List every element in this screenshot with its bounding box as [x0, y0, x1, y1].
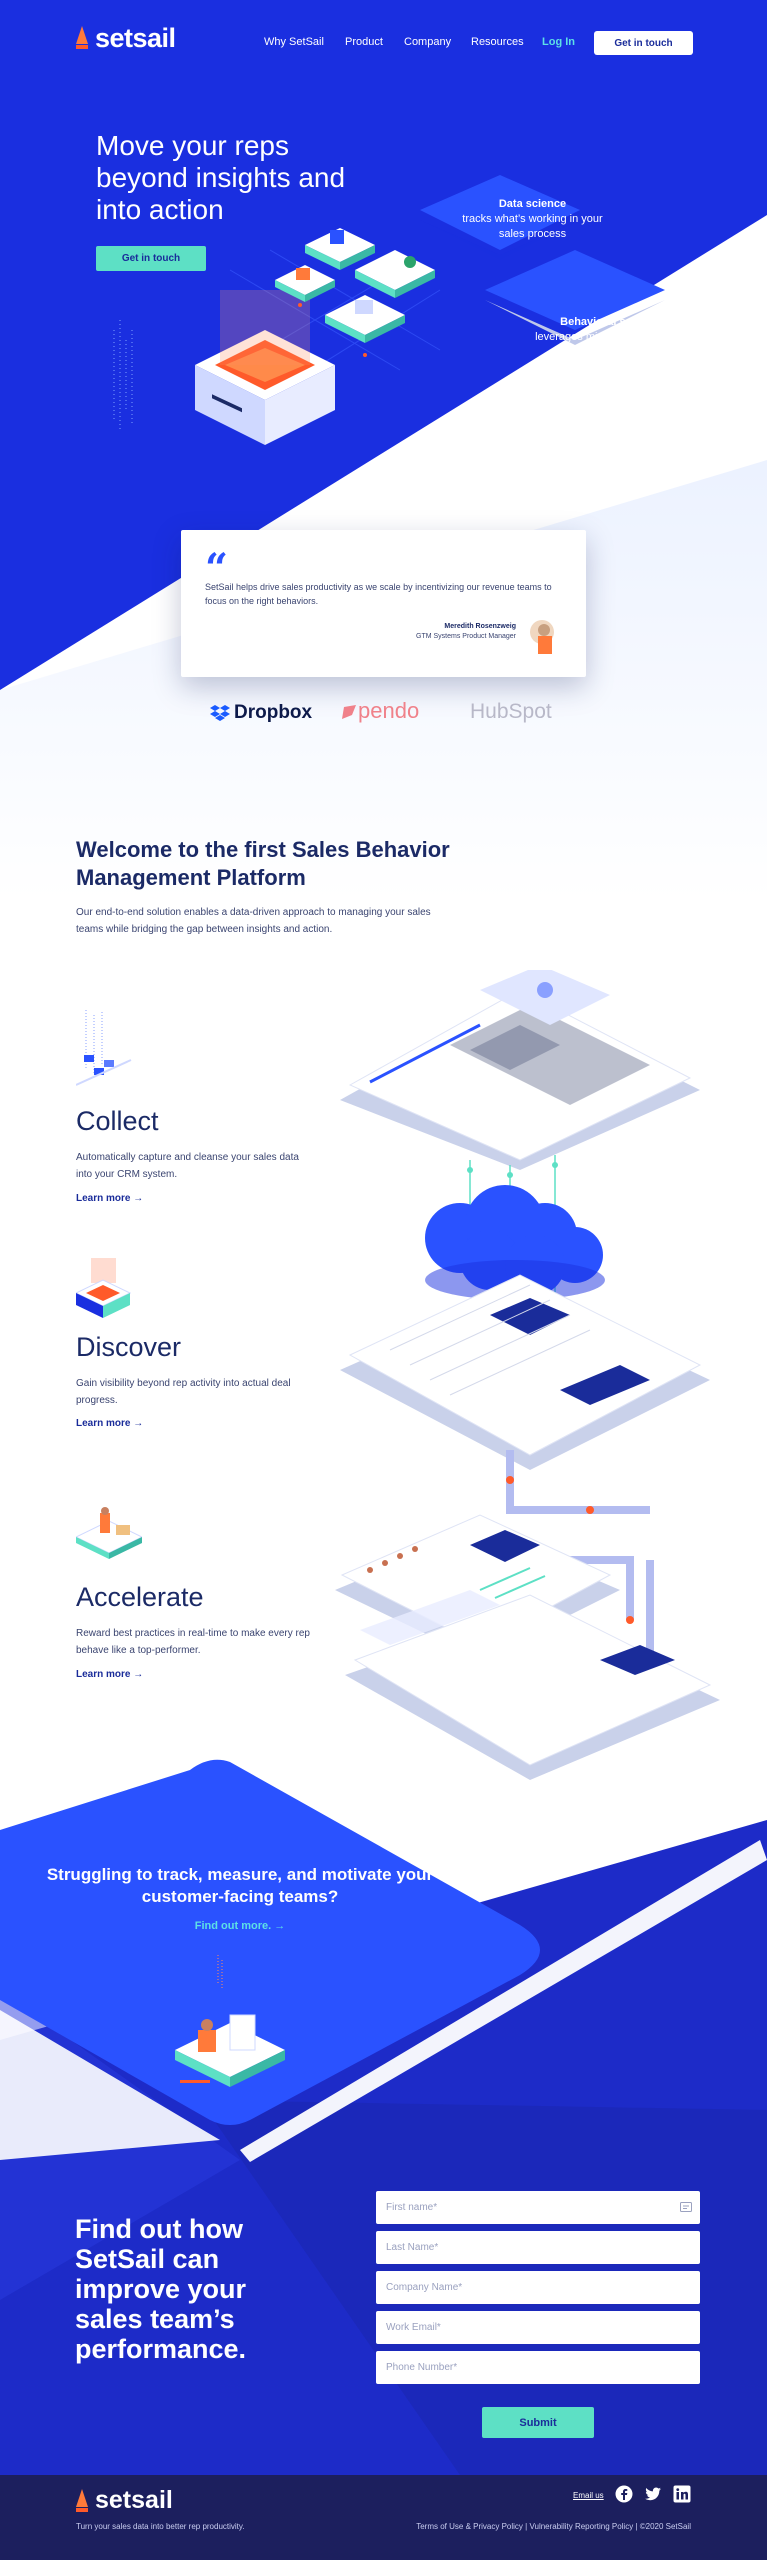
accelerate-learn-more-link[interactable]: Learn more →: [76, 1669, 143, 1680]
arrow-right-icon: →: [133, 1669, 144, 1680]
first-name-input[interactable]: First name*: [376, 2191, 700, 2224]
struggling-illustration: [175, 1955, 285, 2087]
discover-learn-more-label: Learn more: [76, 1418, 131, 1429]
behavioral-science-text: leverages micro-interactions to drive ac…: [535, 331, 685, 373]
footer-tagline: Turn your sales data into better rep pro…: [76, 2522, 245, 2531]
author-role: GTM Systems Product Manager: [416, 633, 516, 640]
company-name-input[interactable]: Company Name*: [376, 2271, 700, 2304]
discover-desc: Gain visibility beyond rep activity into…: [76, 1378, 291, 1406]
autofill-icon: [680, 2202, 692, 2212]
arrow-right-icon: →: [133, 1418, 144, 1429]
footer: [0, 2475, 767, 2560]
first-name-placeholder: First name*: [386, 2202, 438, 2213]
pendo-icon: [342, 705, 356, 719]
hubspot-logo: HubSpot: [470, 700, 552, 723]
hero-get-in-touch-button[interactable]: Get in touch: [96, 246, 206, 271]
nav-login[interactable]: Log In: [542, 36, 575, 48]
discover-title: Discover: [76, 1332, 182, 1362]
phone-number-placeholder: Phone Number*: [386, 2362, 458, 2373]
sail-logo-icon: [76, 2488, 88, 2512]
discover-learn-more-link[interactable]: Learn more →: [76, 1418, 143, 1429]
footer-logo[interactable]: setsail: [75, 2486, 173, 2515]
discover-icon: [76, 1258, 131, 1318]
last-name-input[interactable]: Last Name*: [376, 2231, 700, 2264]
arrow-right-icon: →: [133, 1193, 144, 1204]
submit-button[interactable]: Submit: [482, 2407, 594, 2438]
sail-logo-icon: [76, 26, 88, 49]
company-name-placeholder: Company Name*: [386, 2282, 463, 2293]
nav-product[interactable]: Product: [345, 36, 383, 48]
linkedin-icon[interactable]: [673, 2485, 691, 2503]
author-name: Meredith Rosenzweig: [444, 623, 516, 630]
arrow-right-icon: →: [274, 1920, 286, 1932]
find-out-more-link[interactable]: Find out more. →: [40, 1920, 440, 1932]
work-email-placeholder: Work Email*: [386, 2322, 441, 2333]
find-out-more-label: Find out more.: [194, 1920, 272, 1932]
find-out-title: Find out how SetSail can improve your sa…: [75, 2214, 247, 2364]
welcome-title: Welcome to the first Sales Behavior Mana…: [76, 837, 450, 890]
author-avatar: [530, 620, 554, 654]
hero-isometric-illustration: [113, 175, 665, 445]
struggling-title: Struggling to track, measure, and motiva…: [46, 1865, 434, 1906]
data-science-callout: Data science tracks what’s working in yo…: [455, 197, 610, 242]
accelerate-icon: [76, 1507, 142, 1559]
collect-learn-more-label: Learn more: [76, 1193, 131, 1204]
pendo-logo: pendo: [340, 698, 419, 724]
dropbox-logo: Dropbox: [210, 702, 312, 724]
work-email-input[interactable]: Work Email*: [376, 2311, 700, 2344]
collect-title: Collect: [76, 1106, 159, 1136]
accelerate-title: Accelerate: [76, 1582, 204, 1612]
testimonial-author: Meredith Rosenzweig GTM Systems Product …: [416, 622, 516, 642]
email-us-link[interactable]: Email us: [573, 2491, 604, 2500]
behavioral-science-callout: Behavioral science leverages micro-inter…: [530, 315, 690, 375]
facebook-icon[interactable]: [615, 2485, 633, 2503]
hero-title: Move your reps beyond insights and into …: [96, 130, 346, 225]
collect-learn-more-link[interactable]: Learn more →: [76, 1193, 143, 1204]
pendo-text: pendo: [358, 698, 420, 723]
data-science-text: tracks what’s working in your sales proc…: [462, 213, 603, 240]
dropbox-text: Dropbox: [234, 702, 313, 723]
nav-resources[interactable]: Resources: [471, 36, 524, 48]
behavioral-science-title: Behavioral science: [560, 316, 660, 328]
twitter-icon[interactable]: [644, 2485, 662, 2503]
nav-company[interactable]: Company: [404, 36, 452, 48]
footer-logo-text: setsail: [95, 2486, 173, 2514]
footer-legal-links[interactable]: Terms of Use & Privacy Policy | Vulnerab…: [416, 2522, 691, 2531]
welcome-desc: Our end-to-end solution enables a data-d…: [76, 907, 431, 935]
dropbox-icon: [210, 705, 230, 721]
setsail-logo[interactable]: setsail: [75, 22, 176, 53]
logo-text: setsail: [95, 22, 176, 53]
nav-why-setsail[interactable]: Why SetSail: [264, 36, 324, 48]
accelerate-learn-more-label: Learn more: [76, 1669, 131, 1680]
testimonial-text: SetSail helps drive sales productivity a…: [205, 582, 552, 606]
last-name-placeholder: Last Name*: [386, 2242, 439, 2253]
header-get-in-touch-button[interactable]: Get in touch: [594, 31, 693, 55]
accelerate-desc: Reward best practices in real-time to ma…: [76, 1628, 310, 1656]
product-stack-illustration: [335, 970, 720, 1780]
testimonial-card: “ SetSail helps drive sales productivity…: [181, 530, 586, 677]
phone-number-input[interactable]: Phone Number*: [376, 2351, 700, 2384]
collect-desc: Automatically capture and cleanse your s…: [76, 1152, 299, 1180]
data-science-title: Data science: [498, 198, 567, 210]
quote-icon: “: [205, 545, 229, 592]
collect-icon: [76, 1010, 132, 1086]
